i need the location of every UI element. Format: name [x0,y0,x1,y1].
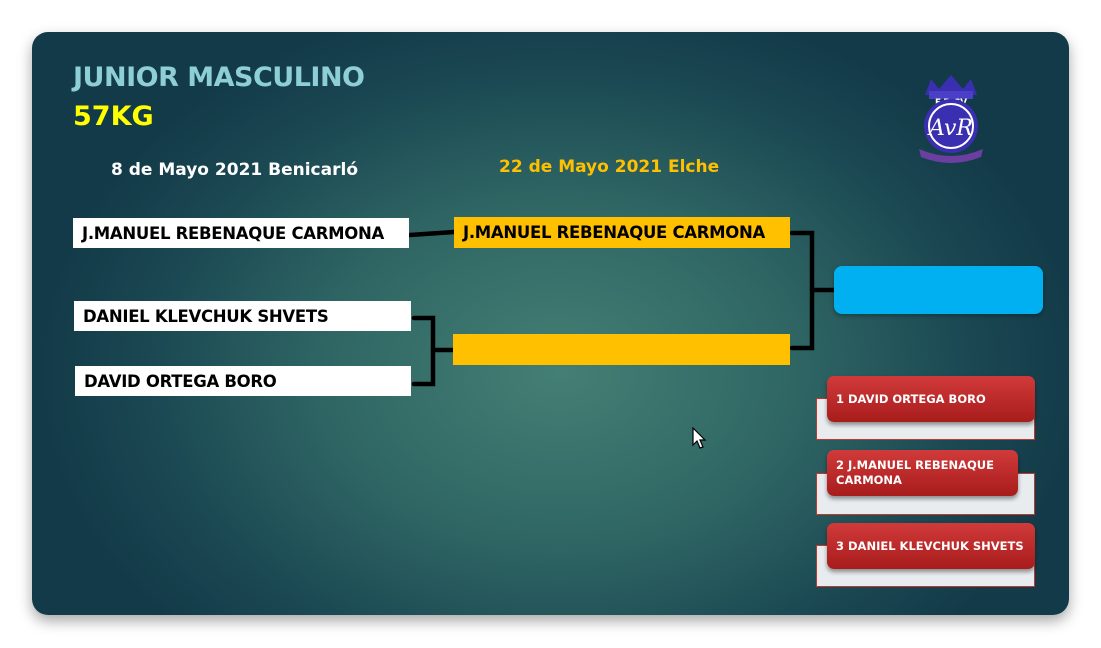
winner-box [834,266,1043,314]
result-second: 2 J.MANUEL REBENAQUE CARMONA [827,450,1018,496]
mouse-cursor-icon [692,427,707,449]
result-first: 1 DAVID ORTEGA BORO [827,376,1035,422]
round1-slot-3: DAVID ORTEGA BORO [75,366,411,396]
result-third: 3 DANIEL KLEVCHUK SHVETS [827,523,1035,569]
svg-text:AvR: AvR [927,116,973,141]
weight-title: 57KG [73,101,154,132]
round1-slot-2: DANIEL KLEVCHUK SHVETS [74,301,411,331]
round1-date: 8 de Mayo 2021 Benicarló [111,160,358,180]
round2-date: 22 de Mayo 2021 Elche [499,157,720,177]
round2-slot-1: J.MANUEL REBENAQUE CARMONA [454,217,790,248]
round1-slot-1: J.MANUEL REBENAQUE CARMONA [73,218,409,248]
round2-slot-2 [453,334,790,365]
fbcv-logo: F.B.CV AvR [919,75,983,163]
category-title: JUNIOR MASCULINO [73,62,365,93]
